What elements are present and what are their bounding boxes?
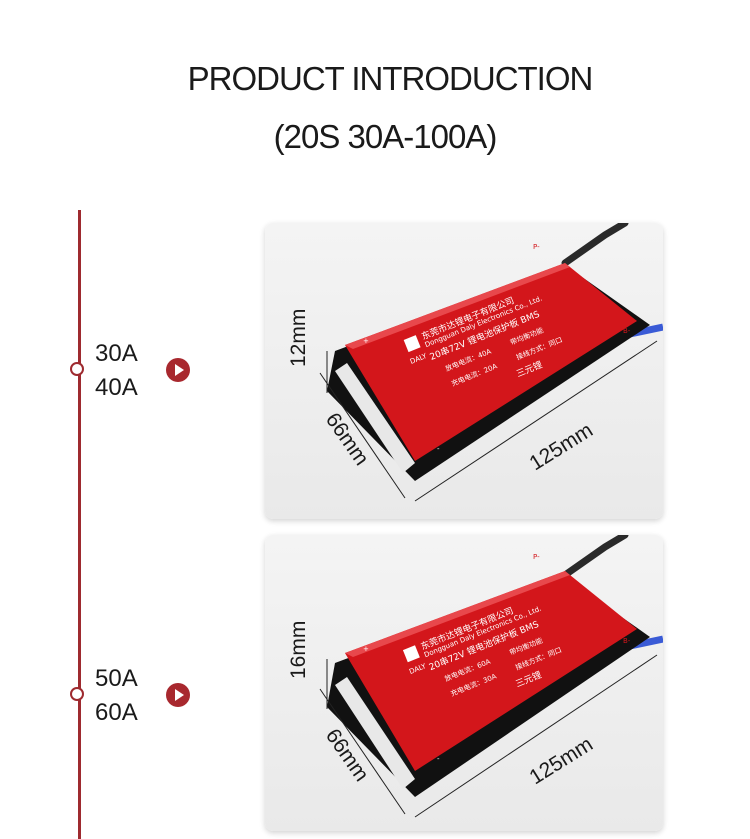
bms-board-illustration: DALY 东莞市达锂电子有限公司 Dongguan Daly Electroni… <box>287 535 663 818</box>
label-plus: + <box>363 645 369 653</box>
label-b-minus: B- <box>623 327 631 335</box>
current-rating-label: 50A 60A <box>95 662 138 730</box>
product-card: DALY 东莞市达锂电子有限公司 Dongguan Daly Electroni… <box>265 223 663 519</box>
play-arrow-icon <box>166 683 190 707</box>
current-bottom: 60A <box>95 699 138 726</box>
label-p-minus: P- <box>533 243 540 251</box>
dimension-height: 16mm <box>287 621 310 679</box>
timeline-node <box>70 687 84 701</box>
product-card: DALY 东莞市达锂电子有限公司 Dongguan Daly Electroni… <box>265 535 663 831</box>
current-top: 30A <box>95 340 138 367</box>
timeline-line <box>78 210 81 839</box>
timeline-node <box>70 362 84 376</box>
play-arrow-icon <box>166 358 190 382</box>
label-plus: + <box>363 337 369 345</box>
page-title: PRODUCT INTRODUCTION <box>187 60 594 97</box>
current-top: 50A <box>95 665 138 692</box>
current-rating-label: 30A 40A <box>95 337 138 405</box>
page-subtitle: (20S 30A-100A) <box>273 118 498 155</box>
dimension-length: 125mm <box>525 733 597 790</box>
label-b-minus: B- <box>623 637 631 645</box>
label-p-minus: P- <box>533 553 540 561</box>
label-minus: - <box>437 755 440 763</box>
dimension-length: 125mm <box>525 419 597 476</box>
current-bottom: 40A <box>95 374 138 401</box>
dimension-height: 12mm <box>287 309 310 367</box>
label-minus: - <box>437 445 440 453</box>
bms-board-illustration: DALY 东莞市达锂电子有限公司 Dongguan Daly Electroni… <box>287 223 663 502</box>
